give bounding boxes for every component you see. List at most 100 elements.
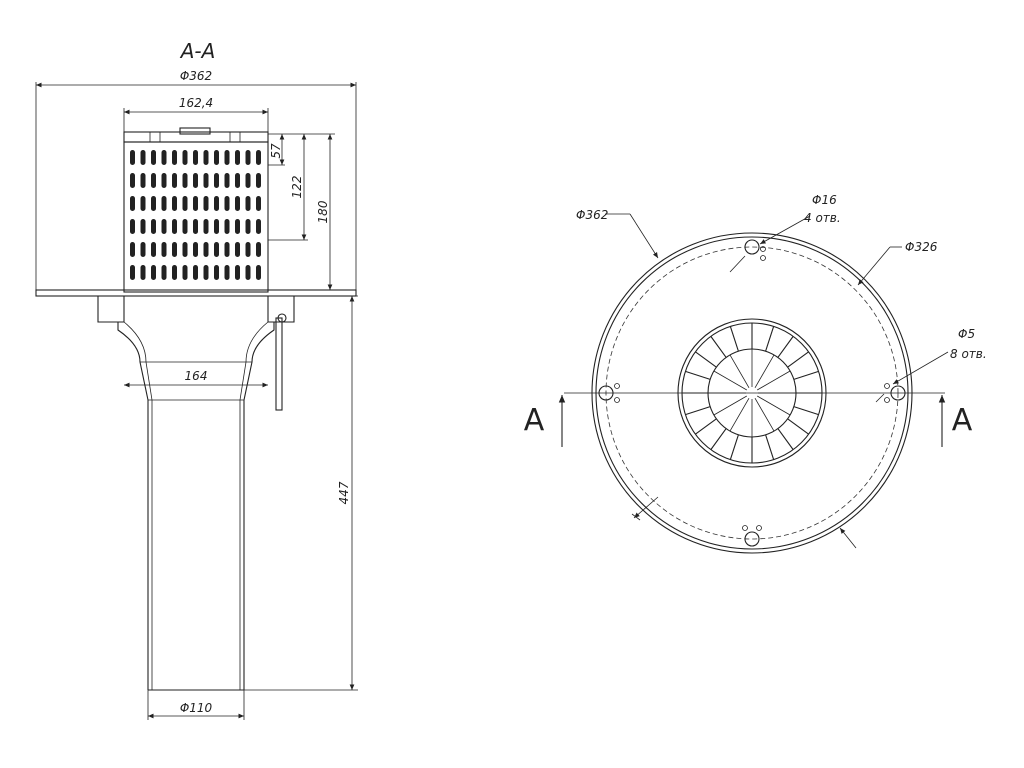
grate-rib xyxy=(685,406,711,416)
grate-slot xyxy=(193,219,198,234)
grate-rib xyxy=(710,428,727,450)
hole-16-count: 4 отв. xyxy=(804,211,841,225)
grate-slot xyxy=(256,265,261,280)
grate-slots xyxy=(130,150,261,280)
grate-slot xyxy=(193,242,198,257)
grate-slot xyxy=(172,150,177,165)
grate-rib xyxy=(710,336,727,358)
funnel-right xyxy=(243,322,275,690)
section-title: A-A xyxy=(179,39,216,63)
dim-height: 447 xyxy=(337,481,351,504)
grate-slot xyxy=(172,196,177,211)
grate-slot xyxy=(256,219,261,234)
grate-rib xyxy=(695,351,717,368)
grate-slot xyxy=(161,219,167,234)
grate-slot xyxy=(203,265,209,280)
dim-flange-dia: Φ362 xyxy=(180,69,212,83)
grate-slot xyxy=(140,219,146,234)
section-mark-left: A xyxy=(524,403,545,438)
grate-slot xyxy=(203,173,209,188)
grate-slot xyxy=(224,196,230,211)
grate-slot xyxy=(235,173,240,188)
plan-dim-outer: Φ362 xyxy=(576,208,608,222)
grate-slot xyxy=(256,196,261,211)
funnel-left xyxy=(117,322,149,690)
leader xyxy=(729,255,746,273)
hole-16 xyxy=(890,385,906,401)
grate-handle xyxy=(179,127,211,135)
grate-slot xyxy=(224,173,230,188)
dim-body: 164 xyxy=(185,369,208,383)
grate-spoke xyxy=(729,397,750,432)
hole-5 xyxy=(760,246,766,252)
grate-slot xyxy=(245,265,251,280)
grate-rib xyxy=(777,428,794,450)
grate-slot xyxy=(245,242,251,257)
dim-180: 180 xyxy=(316,200,330,223)
grate-slot xyxy=(214,242,219,257)
grate-slot xyxy=(140,173,146,188)
grate-slot xyxy=(182,219,188,234)
grate-slot xyxy=(235,150,240,165)
grate-slot xyxy=(130,242,135,257)
grate-rib xyxy=(765,434,775,460)
hole-16 xyxy=(598,385,614,401)
grate-slot xyxy=(193,150,198,165)
leader xyxy=(759,215,811,245)
grate-slot xyxy=(182,150,188,165)
grate-slot xyxy=(130,173,135,188)
grate-rib xyxy=(777,336,794,358)
dim-grate-width: 162,4 xyxy=(179,96,213,110)
grate-rib xyxy=(685,370,711,380)
grate-slot xyxy=(214,196,219,211)
grate-slot xyxy=(224,219,230,234)
grate-slot xyxy=(140,196,146,211)
grate-slot xyxy=(161,173,167,188)
grate-slot xyxy=(182,196,188,211)
hole-5 xyxy=(742,525,748,531)
grate-slot xyxy=(235,242,240,257)
grate-slot xyxy=(193,196,198,211)
grate-slot xyxy=(151,242,156,257)
grate-slot xyxy=(130,196,135,211)
grate-rib xyxy=(793,406,819,416)
grate-slot xyxy=(151,150,156,165)
hole-5-dia: Φ5 xyxy=(958,327,975,341)
bolt xyxy=(277,313,287,323)
grate-rib xyxy=(765,326,775,352)
grate-slot xyxy=(224,150,230,165)
hole-16 xyxy=(744,531,760,547)
grate-slot xyxy=(182,265,188,280)
grate-slot xyxy=(172,173,177,188)
plan-view: A A Φ362 Φ326 Φ16 4 отв. Φ xyxy=(524,193,987,554)
grate-body xyxy=(123,141,269,293)
grate-spoke xyxy=(713,395,748,416)
leader xyxy=(892,351,949,385)
clamp-left xyxy=(97,296,125,323)
grate-slot xyxy=(214,150,219,165)
heating-cable xyxy=(275,317,283,411)
grate-slot xyxy=(130,150,135,165)
grate-rib xyxy=(729,326,739,352)
grate-slot xyxy=(214,219,219,234)
grate-slot xyxy=(161,196,167,211)
grate-slot xyxy=(140,265,146,280)
grate-slot xyxy=(245,219,251,234)
grate-slot xyxy=(245,173,251,188)
grate-slot xyxy=(214,173,219,188)
grate-slot xyxy=(161,150,167,165)
leader xyxy=(875,393,885,403)
hole-5-count: 8 отв. xyxy=(950,347,987,361)
grate-slot xyxy=(193,173,198,188)
flange-plate xyxy=(35,289,357,297)
grate-rib xyxy=(695,418,717,435)
grate-spoke xyxy=(756,370,791,391)
grate-slot xyxy=(172,219,177,234)
hole-5 xyxy=(614,397,620,403)
grate-slot xyxy=(161,242,167,257)
grate-slot xyxy=(161,265,167,280)
grate-slot xyxy=(235,219,240,234)
grate-slot xyxy=(193,265,198,280)
grate-slot xyxy=(203,242,209,257)
grate-slot xyxy=(140,150,146,165)
